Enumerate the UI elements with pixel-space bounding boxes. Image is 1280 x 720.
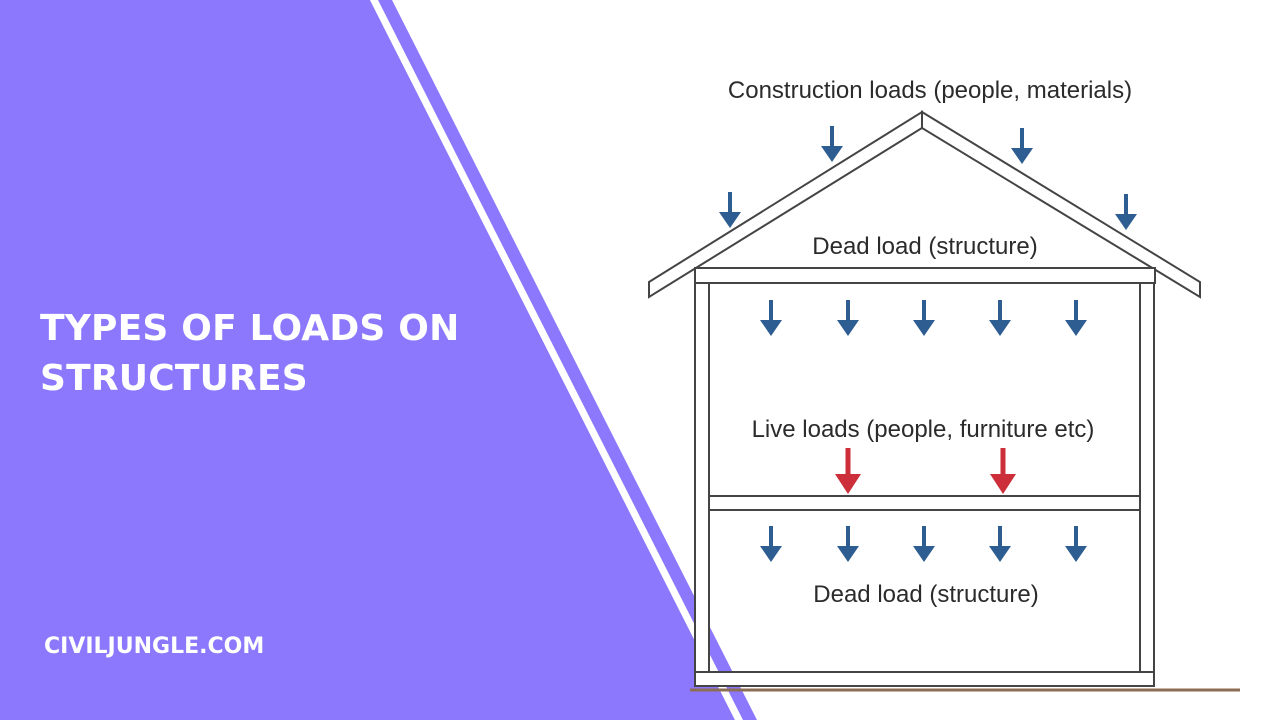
construction-load-arrow: [1011, 128, 1033, 164]
dead-load-arrow: [913, 300, 935, 336]
middle-floor: [708, 495, 1141, 511]
dead-load-arrow: [760, 526, 782, 562]
construction-load-arrow: [821, 126, 843, 162]
house-diagram: [648, 110, 1240, 692]
construction-load-arrow: [719, 192, 741, 228]
roof-right-slope: [921, 110, 1201, 299]
construction-loads-label: Construction loads (people, materials): [728, 77, 1132, 104]
right-wall: [1139, 282, 1155, 686]
dead-load-arrow: [1065, 300, 1087, 336]
live-load-arrow: [990, 448, 1016, 494]
dead-load-arrow: [837, 526, 859, 562]
purple-diagonal-line: [378, 0, 757, 720]
dead-load-arrow: [760, 300, 782, 336]
dead-load-arrow: [989, 526, 1011, 562]
dead-load-arrow: [837, 300, 859, 336]
site-name: CIVILJUNGLE.COM: [44, 634, 265, 659]
dead-load-roof-label: Dead load (structure): [812, 233, 1037, 260]
dead-load-floor-label: Dead load (structure): [813, 581, 1038, 608]
dead-load-arrow: [913, 526, 935, 562]
dead-load-arrow: [1065, 526, 1087, 562]
load-arrows: [719, 126, 1137, 562]
left-wall: [694, 282, 710, 686]
purple-panel: [0, 0, 735, 720]
bottom-floor: [694, 671, 1155, 687]
construction-load-arrow: [1115, 194, 1137, 230]
ceiling-beam: [694, 267, 1156, 284]
live-loads-label: Live loads (people, furniture etc): [752, 416, 1095, 443]
dead-load-arrow: [989, 300, 1011, 336]
white-diagonal-stripe: [370, 0, 743, 720]
live-load-arrow: [835, 448, 861, 494]
page-title: TYPES OF LOADS ON STRUCTURES: [40, 308, 460, 399]
